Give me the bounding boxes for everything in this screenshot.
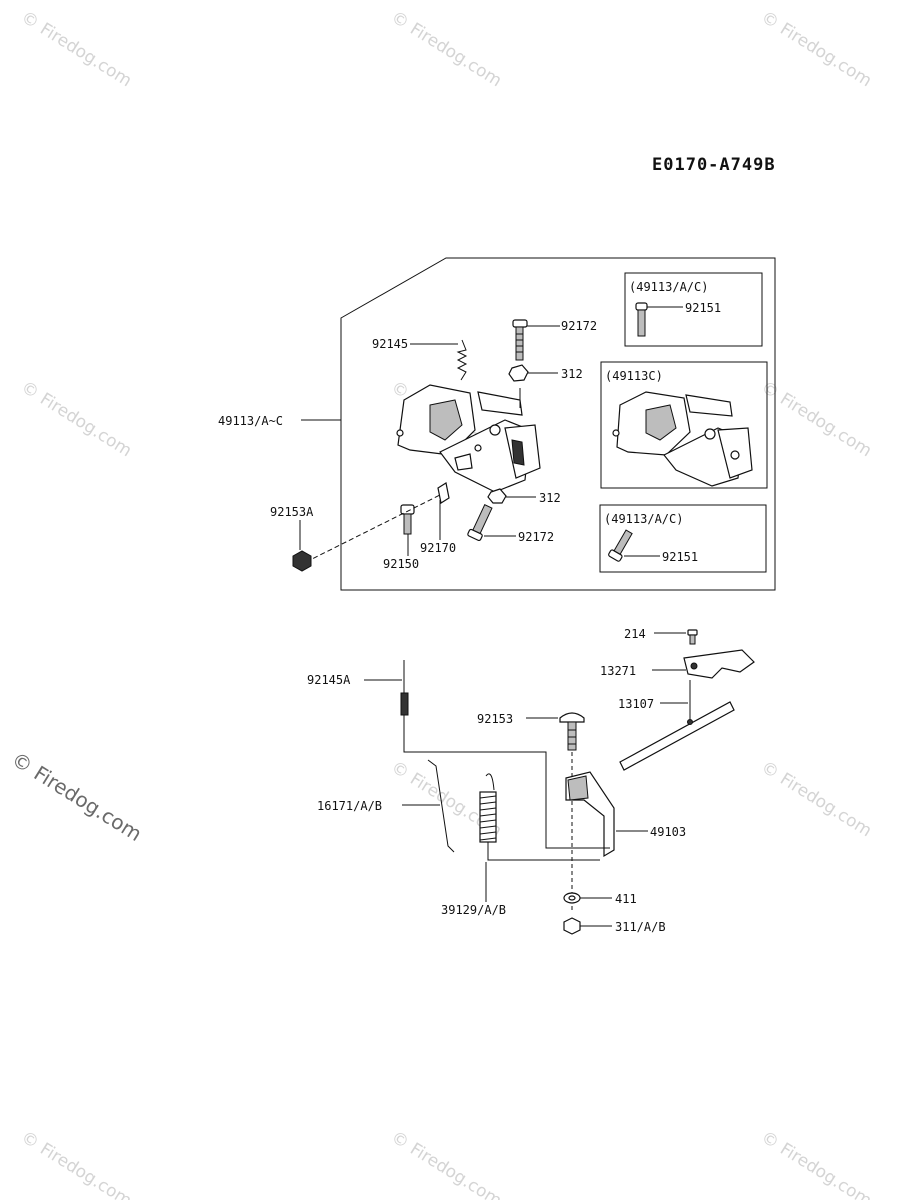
label-92153: 92153 xyxy=(477,712,513,726)
watermark-layer: © Firedog.com © Firedog.com © Firedog.co… xyxy=(7,7,875,1200)
screw-92172-top xyxy=(512,319,528,361)
shaft-13107 xyxy=(619,701,735,771)
inset1-title: (49113/A/C) xyxy=(629,280,708,294)
label-39129: 39129/A/B xyxy=(441,903,506,917)
label-92172-bottom: 92172 xyxy=(518,530,554,544)
nut-312-top xyxy=(508,364,529,382)
label-92170: 92170 xyxy=(420,541,456,555)
screw-92172-bottom xyxy=(467,504,493,542)
label-16171: 16171/A/B xyxy=(317,799,382,813)
label-49103: 49103 xyxy=(650,825,686,839)
watermark-text: © Firedog.com xyxy=(757,7,875,91)
watermark-text: © Firedog.com xyxy=(387,7,505,91)
watermark-text: © Firedog.com xyxy=(757,1127,875,1200)
nut-311 xyxy=(563,917,581,935)
upper-group: 92172 92145 312 49113/A~C 312 92172 9217… xyxy=(218,257,776,591)
rod-92145A xyxy=(403,660,610,849)
label-92150: 92150 xyxy=(383,557,419,571)
label-92145A: 92145A xyxy=(307,673,351,687)
label-312-top: 312 xyxy=(561,367,583,381)
plate-13271 xyxy=(683,649,755,679)
bolt-92153 xyxy=(559,712,585,751)
label-49113: 49113/A~C xyxy=(218,414,283,428)
label-92153A: 92153A xyxy=(270,505,314,519)
inset-49113c: (49113C) xyxy=(600,361,768,489)
bolt-92153A xyxy=(292,550,312,572)
label-13107: 13107 xyxy=(618,697,654,711)
diagram-code: E0170-A749B xyxy=(652,155,776,175)
watermark-text: © Firedog.com xyxy=(17,7,135,91)
inset3-part-label: 92151 xyxy=(662,550,698,564)
watermark-text: © Firedog.com xyxy=(17,1127,135,1200)
nut-312-bottom xyxy=(487,488,507,504)
spring-39129 xyxy=(479,773,600,861)
upper-group-frame xyxy=(340,257,776,591)
assembly-axis-line xyxy=(305,494,441,563)
lower-group: 214 13271 13107 92153 49103 92145A xyxy=(307,627,755,935)
watermark-text: © Firedog.com xyxy=(17,377,135,461)
label-13271: 13271 xyxy=(600,664,636,678)
label-411: 411 xyxy=(615,892,637,906)
spring-coil-92145A xyxy=(400,692,409,716)
link-92170 xyxy=(437,482,450,504)
inset-49113-a-c-bottom: (49113/A/C) 92151 xyxy=(599,504,767,573)
watermark-text: © Firedog.com xyxy=(387,1127,505,1200)
label-312-bottom: 312 xyxy=(539,491,561,505)
watermark-text: © Firedog.com xyxy=(757,757,875,841)
rod-16171 xyxy=(427,759,455,853)
label-92145: 92145 xyxy=(372,337,408,351)
inset1-part-label: 92151 xyxy=(685,301,721,315)
inset-49113-a-c-top: (49113/A/C) 92151 xyxy=(624,272,763,347)
screw-214 xyxy=(687,629,698,645)
label-214: 214 xyxy=(624,627,646,641)
bolt-92150 xyxy=(400,504,415,535)
governor-bracket-assembly xyxy=(396,384,541,493)
label-92172-top: 92172 xyxy=(561,319,597,333)
spring-92145 xyxy=(456,339,468,381)
inset2-title: (49113C) xyxy=(605,369,663,383)
label-311: 311/A/B xyxy=(615,920,666,934)
watermark-text-dark: © Firedog.com xyxy=(7,747,146,846)
inset3-title: (49113/A/C) xyxy=(604,512,683,526)
